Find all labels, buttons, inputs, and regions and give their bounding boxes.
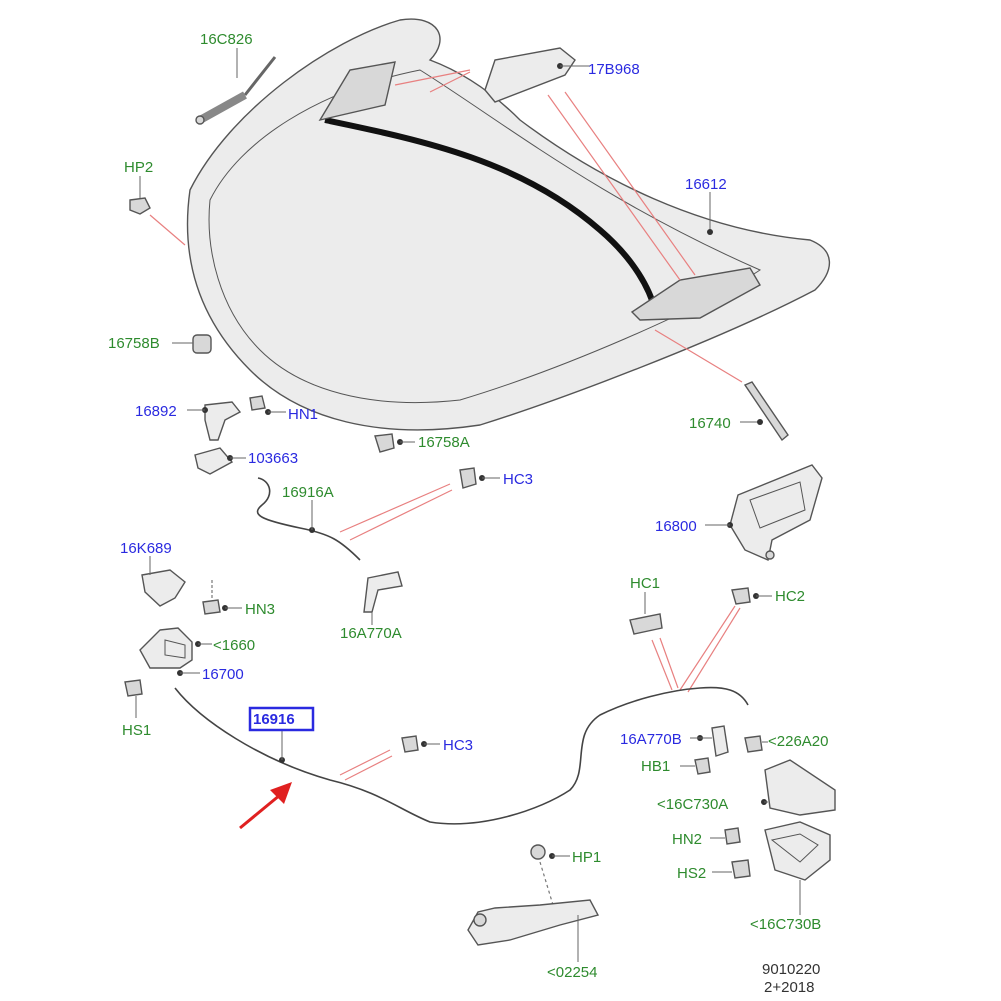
label-HC2: HC2	[775, 588, 805, 605]
part-16758B	[172, 334, 212, 354]
part-16892	[187, 395, 286, 441]
cable-16916A	[256, 477, 361, 561]
label-HS2: HS2	[677, 865, 706, 882]
part-16700	[139, 627, 212, 676]
label-16916A: 16916A	[282, 484, 334, 501]
highlight-box	[248, 706, 315, 732]
cable-16916	[174, 686, 749, 825]
part-HN3	[202, 599, 242, 615]
part-HC2	[679, 587, 772, 693]
gas-strut-16C826	[195, 48, 277, 125]
label-103663: 103663	[248, 450, 298, 467]
part-HP1	[530, 844, 570, 906]
label-16K689: 16K689	[120, 540, 172, 557]
part-HC1	[629, 592, 679, 691]
part-HS2	[712, 859, 751, 879]
label-226A20: <226A20	[768, 733, 828, 750]
part-HS1	[124, 679, 143, 718]
label-HN3: HN3	[245, 601, 275, 618]
label-16C730A: <16C730A	[657, 796, 728, 813]
part-103663	[194, 447, 246, 475]
highlight-16916	[248, 706, 315, 732]
label-HP1: HP1	[572, 849, 601, 866]
part-HP2	[129, 176, 186, 246]
label-17B968: 17B968	[588, 61, 640, 78]
label-HP2: HP2	[124, 159, 153, 176]
label-16C826: 16C826	[200, 31, 253, 48]
part-HC3-upper	[339, 467, 500, 541]
label-16A770A: 16A770A	[340, 625, 402, 642]
dot-16612	[707, 229, 713, 235]
part-HC3-lower	[401, 735, 440, 753]
part-16A770B	[690, 725, 729, 757]
part-16C730B	[764, 821, 831, 915]
label-HN1: HN1	[288, 406, 318, 423]
part-16800	[705, 464, 823, 561]
part-226A20	[744, 735, 768, 753]
drawing-code: 9010220	[762, 961, 820, 978]
part-16758A	[374, 433, 415, 453]
part-HN2	[710, 827, 741, 845]
drawing-date: 2+2018	[764, 979, 814, 996]
label-16612: 16612	[685, 176, 727, 193]
label-HS1: HS1	[122, 722, 151, 739]
label-HC1: HC1	[630, 575, 660, 592]
label-16A770B: 16A770B	[620, 731, 682, 748]
part-17B968	[394, 47, 696, 281]
label-16892: 16892	[135, 403, 177, 420]
label-HC3-lower: HC3	[443, 737, 473, 754]
part-16C730A	[761, 759, 836, 816]
label-HC3-upper: HC3	[503, 471, 533, 488]
label-16740: 16740	[689, 415, 731, 432]
label-16800: 16800	[655, 518, 697, 535]
part-16740	[654, 329, 789, 442]
part-02254	[467, 899, 600, 962]
label-02254: <02254	[547, 964, 597, 981]
label-1660: <1660	[213, 637, 255, 654]
red-arrow	[239, 782, 292, 830]
label-16C730B: <16C730B	[750, 916, 821, 933]
label-16700: 16700	[202, 666, 244, 683]
part-16K689	[141, 556, 213, 607]
label-HB1: HB1	[641, 758, 670, 775]
part-16A770A	[363, 571, 403, 625]
label-16758B: 16758B	[108, 335, 160, 352]
label-HN2: HN2	[672, 831, 702, 848]
part-HB1	[680, 757, 711, 775]
label-16758A: 16758A	[418, 434, 470, 451]
label-16916: 16916	[253, 711, 295, 728]
bonnet-panel	[186, 18, 831, 431]
